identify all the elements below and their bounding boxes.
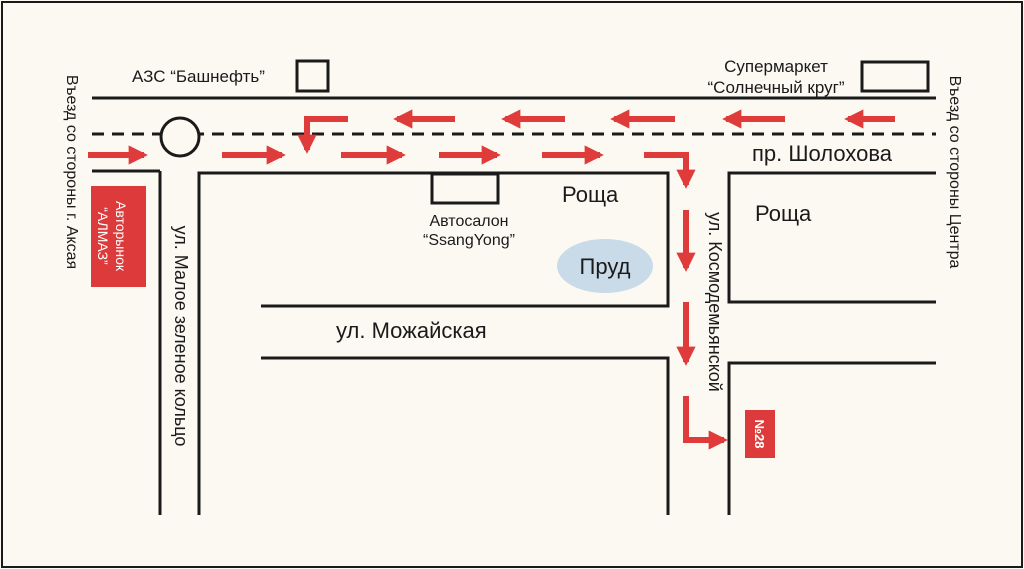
east-grove-block-edge [727,171,936,304]
pond-shape [557,239,653,293]
car-dealer-marker [430,172,500,205]
grove-block-edge [197,171,670,515]
entry-right-label: Въезд со стороны Центра [946,76,963,269]
car-dealer-label-line1: Автосалон [429,213,508,230]
supermarket-label-line1: Супермаркет [724,57,828,76]
route-arrows [88,109,895,450]
building-28-badge [745,410,775,458]
street-kosmodemyanskoy-label: ул. Космодемьянской [705,212,725,392]
entry-left-label: Въезд со стороны г. Аксая [63,75,80,269]
car-dealer-label-line2: “SsangYong” [423,232,515,249]
car-market-label-line1: Авторынок [113,201,129,272]
route-arrow-turn-south [644,152,696,189]
car-market-label-line2: “АЛМАЗ” [95,207,111,265]
avenue-label: пр. Шолохова [752,141,893,166]
grove-label-west: Роща [562,182,619,207]
route-arrow-u-turn [297,116,348,154]
east-south-block-edge [727,361,936,515]
mozhayskaya-south-edge [261,356,670,515]
roundabout [159,116,201,158]
pond-label: Пруд [580,254,631,279]
supermarket-marker [860,60,930,93]
supermarket-label-line2: “Солнечный круг” [708,78,845,97]
street-mozhayskaya-label: ул. Можайская [336,318,487,343]
car-market-badge [91,186,146,287]
route-arrow-to-building [683,396,728,450]
building-number-label: №28 [752,420,767,449]
street-ring-label: ул. Малое зеленое кольцо [171,226,191,447]
gas-station-marker [295,59,330,93]
gas-station-label: АЗС “Башнефть” [132,67,265,86]
road-lines [92,96,936,515]
grove-label-east: Роща [755,201,812,226]
